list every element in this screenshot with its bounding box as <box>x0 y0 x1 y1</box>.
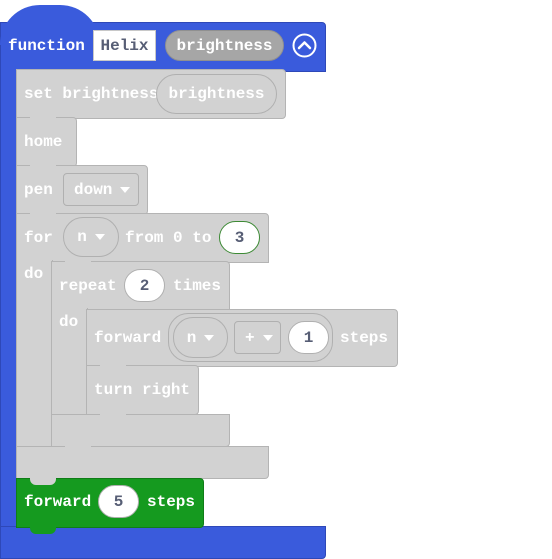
forward-inner-op-dropdown[interactable]: + <box>234 321 281 354</box>
dropdown-arrow-icon <box>120 186 131 193</box>
turn-right-block[interactable] <box>86 365 199 415</box>
forward-outer-amount-input[interactable]: 5 <box>98 485 139 518</box>
dropdown-arrow-icon <box>262 334 273 341</box>
repeat-count-input[interactable]: 2 <box>124 269 165 302</box>
pen-mode-dropdown[interactable]: down <box>63 173 139 206</box>
for-from-label: from 0 to <box>125 229 212 247</box>
forward-outer-amount-value: 5 <box>113 492 124 511</box>
for-do-label: do <box>24 265 44 283</box>
forward-outer-steps-label: steps <box>147 493 196 511</box>
forward-outer-label: forward <box>24 493 92 511</box>
function-param: brightness <box>176 36 273 55</box>
function-name: Helix <box>100 36 149 55</box>
for-var-value: n <box>77 228 87 246</box>
forward-inner-op-value: + <box>245 328 255 347</box>
connector-notch <box>65 445 91 453</box>
turn-right-label: turn right <box>94 381 191 399</box>
connector-notch <box>30 117 56 125</box>
set-brightness-value-text: brightness <box>168 85 265 103</box>
chevron-up-circle-icon[interactable] <box>292 33 317 58</box>
function-keyword: function <box>8 37 85 55</box>
pen-label: pen <box>24 181 53 199</box>
forward-inner-var-dropdown[interactable]: n <box>173 317 228 358</box>
for-to-value: 3 <box>234 228 245 247</box>
function-name-field[interactable]: Helix <box>93 30 156 61</box>
forward-inner-label: forward <box>94 329 162 347</box>
connector-notch <box>30 526 56 534</box>
repeat-do-label: do <box>59 313 79 331</box>
connector-notch <box>100 413 126 421</box>
for-var-dropdown[interactable]: n <box>63 217 119 257</box>
repeat-count-value: 2 <box>139 276 150 295</box>
connector-notch <box>30 165 56 173</box>
repeat-times-label: times <box>173 277 222 295</box>
for-label: for <box>24 229 53 247</box>
for-block-footer <box>16 446 269 479</box>
for-block-spine <box>16 260 53 448</box>
function-hat-cap <box>0 5 100 45</box>
forward-inner-amount-value: 1 <box>303 328 314 347</box>
connector-notch <box>30 477 56 485</box>
dropdown-arrow-icon <box>94 234 105 240</box>
function-param-pill[interactable]: brightness <box>165 30 284 61</box>
forward-inner-steps-label: steps <box>340 329 389 347</box>
home-label: home <box>24 133 63 151</box>
for-to-input[interactable]: 3 <box>219 221 260 254</box>
repeat-block-footer <box>51 414 230 447</box>
forward-inner-amount-input[interactable]: 1 <box>288 321 329 354</box>
set-brightness-label: set brightness <box>24 85 159 103</box>
set-brightness-value[interactable]: brightness <box>156 74 277 114</box>
connector-notch <box>100 365 126 373</box>
forward-inner-var-value: n <box>186 328 197 347</box>
connector-notch <box>30 213 56 221</box>
connector-notch <box>65 261 91 269</box>
pen-mode-value: down <box>74 180 113 199</box>
dropdown-arrow-icon <box>204 334 215 341</box>
repeat-label: repeat <box>59 277 117 295</box>
